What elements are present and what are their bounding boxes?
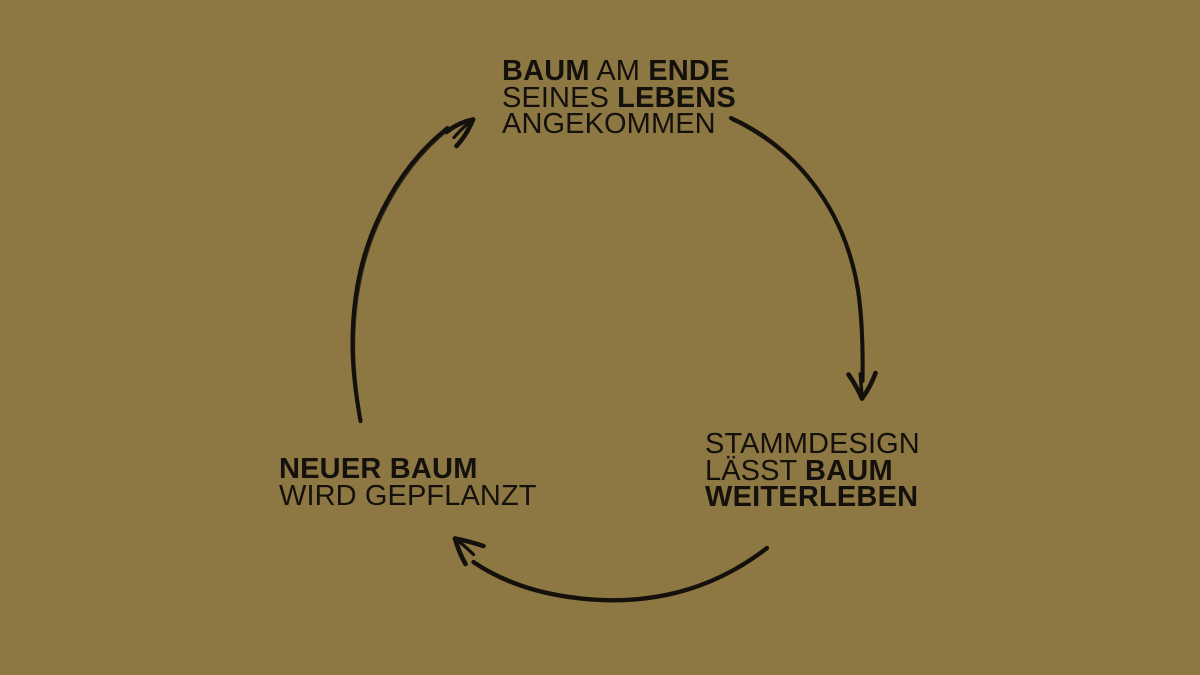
label-word-regular: AM [589,55,649,87]
label-word-bold: WEITERLEBEN [705,481,919,513]
stage-label-line: BAUM AM ENDE [502,55,736,87]
arrow-top-to-right-shaft [728,115,865,384]
arrow-top-to-right-texture [731,119,864,382]
arrow-left-to-top [350,117,476,424]
stage-label-line: WIRD GEPFLANZT [279,479,537,512]
arrow-top-to-right [728,115,878,401]
stage-label-line: SEINES LEBENS [502,81,736,114]
stage-label-line: NEUER BAUM [279,453,537,485]
arrow-right-to-left-shaft [471,545,770,603]
label-word-regular: LÄSST [705,454,806,487]
stage-label-stammdesign-lives-on: STAMMDESIGN LÄSST BAUM WEITERLEBEN [705,428,920,513]
label-word-bold: BAUM [502,55,590,87]
label-word-regular: SEINES [502,81,618,114]
label-word-bold: BAUM [805,454,893,487]
stage-label-line: STAMMDESIGN [705,428,920,460]
stage-label-line: LÄSST BAUM [705,454,920,487]
arrow-right-to-left [452,536,770,603]
stage-label-line: WEITERLEBEN [705,481,920,513]
arrow-top-to-right-tail-taper [729,116,749,127]
arrow-left-to-top-shaft [350,125,450,424]
stage-label-tree-end-of-life: BAUM AM ENDE SEINES LEBENS ANGEKOMMEN [502,55,736,140]
arrow-right-to-left-head-stem [452,536,476,557]
arrow-left-to-top-texture [353,129,449,419]
stage-label-new-tree-planted: NEUER BAUM WIRD GEPFLANZT [279,453,537,512]
label-word-bold: LEBENS [617,81,736,114]
label-word-bold: NEUER BAUM [279,453,478,485]
arrow-right-to-left-tail-taper [751,546,769,560]
arrow-top-to-right-head-stem [858,372,864,401]
stage-label-line: ANGEKOMMEN [502,108,736,140]
arrow-left-to-top-tail-taper [357,400,362,423]
arrow-right-to-left-texture [472,548,767,603]
label-word-regular: ANGEKOMMEN [502,108,716,140]
arrow-left-to-top-head-stem [452,117,476,140]
label-word-regular: STAMMDESIGN [705,428,920,460]
label-word-bold: ENDE [648,55,730,87]
label-word-regular: WIRD GEPFLANZT [279,479,537,512]
